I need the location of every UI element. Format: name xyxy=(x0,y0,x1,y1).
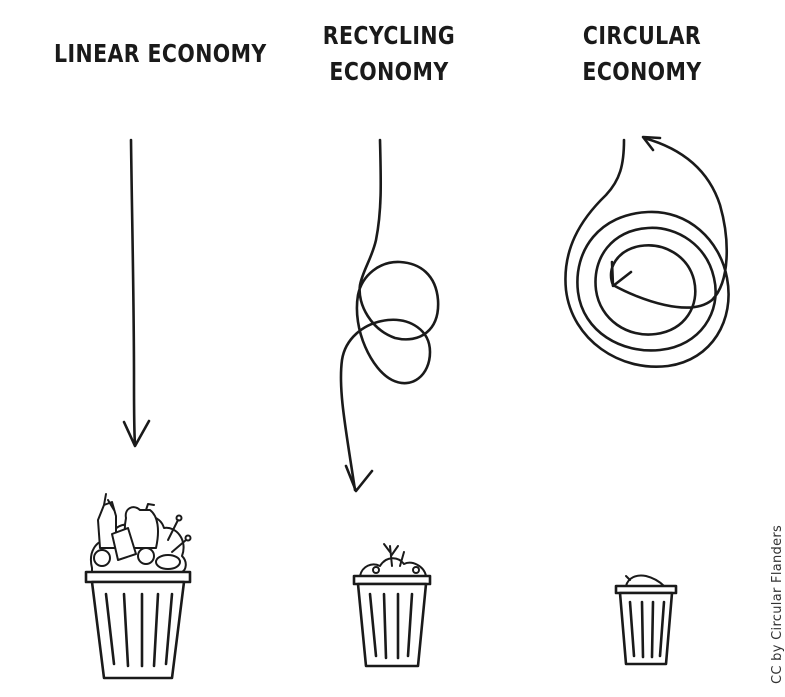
overflowing-trash-bin-icon xyxy=(84,493,192,680)
recycling-economy-title-line-2: ECONOMY xyxy=(329,57,449,86)
spiral-arrow-icon xyxy=(564,135,730,369)
looping-arrow-icon xyxy=(339,138,440,493)
circular-economy-title-line-2: ECONOMY xyxy=(582,57,702,86)
straight-down-arrow-icon xyxy=(122,138,151,448)
circular-economy-title-line-1: CIRCULAR xyxy=(582,21,702,50)
recycling-economy-title: RECYCLING ECONOMY xyxy=(307,18,471,90)
recycling-economy-title-line-1: RECYCLING xyxy=(322,21,456,50)
half-full-trash-bin-icon xyxy=(352,543,432,668)
small-trash-bin-icon xyxy=(614,574,678,666)
credit-label: CC by Circular Flanders xyxy=(770,524,785,684)
circular-economy-title: CIRCULAR ECONOMY xyxy=(560,18,724,90)
